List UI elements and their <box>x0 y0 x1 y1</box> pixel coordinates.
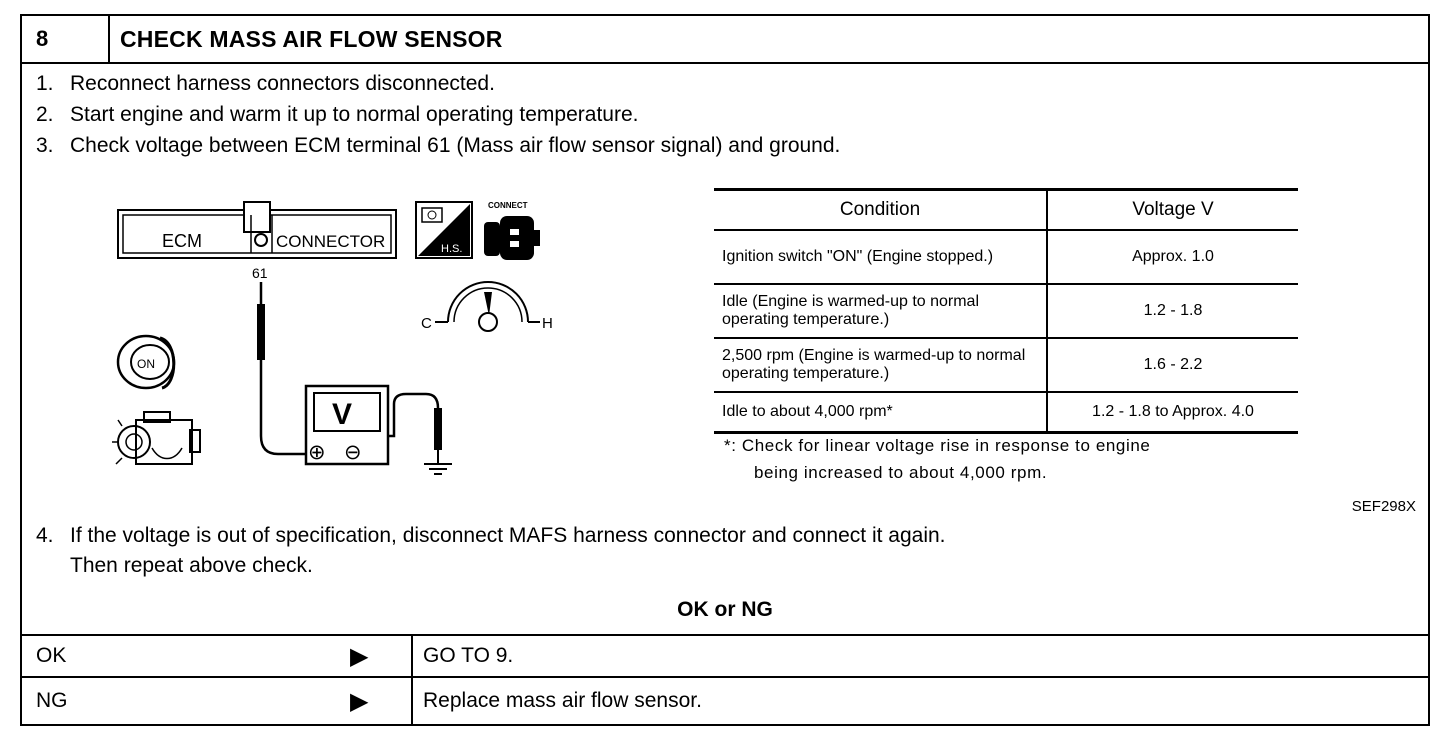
ecm-label: ECM <box>162 231 202 251</box>
result-key: OK <box>36 644 67 667</box>
table-row: Idle to about 4,000 rpm* 1.2 - 1.8 to Ap… <box>714 392 1298 434</box>
result-row-ng: NG ▶ Replace mass air flow sensor. <box>22 676 1428 724</box>
condition-cell: Idle to about 4,000 rpm* <box>714 392 1048 434</box>
voltage-cell: 1.2 - 1.8 <box>1047 284 1298 339</box>
arrow-right-icon: ▶ <box>350 642 369 670</box>
positive-test-lead <box>257 282 320 456</box>
spec-header-row: Condition Voltage V <box>714 188 1298 231</box>
voltage-check-diagram: ECM CONNECTOR 61 H.S. CONNECT <box>112 201 553 475</box>
gauge-cold-label: C <box>421 315 432 332</box>
harness-side-icon: H.S. <box>415 201 473 259</box>
table-row: 2,500 rpm (Engine is warmed-up to normal… <box>714 338 1298 393</box>
result-row-ok: OK ▶ GO TO 9. <box>22 634 1428 676</box>
connector-label: CONNECTOR <box>276 232 385 251</box>
instruction-step-2: 2.Start engine and warm it up to normal … <box>36 103 639 126</box>
temperature-gauge-icon: C H <box>421 281 553 332</box>
figure-reference-code: SEF298X <box>1351 498 1416 515</box>
arrow-right-icon: ▶ <box>350 687 369 715</box>
result-action: GO TO 9. <box>411 636 513 676</box>
footnote-line-1: Check for linear voltage rise in respons… <box>741 436 1151 455</box>
ground-test-lead <box>388 392 452 475</box>
result-key: NG <box>36 689 68 712</box>
ignition-key-on-icon: ON <box>116 334 176 390</box>
table-row: Idle (Engine is warmed-up to normal oper… <box>714 284 1298 339</box>
connect-icon: CONNECT <box>484 201 540 260</box>
step-number: 8 <box>22 16 110 62</box>
positive-terminal: ⊕ <box>308 440 326 464</box>
key-on-label: ON <box>137 357 155 371</box>
instruction-list: 1.Reconnect harness connectors disconnec… <box>36 68 840 161</box>
voltmeter-label: V <box>332 398 352 431</box>
hs-label: H.S. <box>441 243 462 255</box>
result-action: Replace mass air flow sensor. <box>411 678 702 724</box>
footnote: *: Check for linear voltage rise in resp… <box>724 432 1150 486</box>
condition-cell: Ignition switch "ON" (Engine stopped.) <box>714 230 1048 285</box>
result-prompt: OK or NG <box>677 598 773 621</box>
condition-cell: Idle (Engine is warmed-up to normal oper… <box>714 284 1048 339</box>
instruction-step-1: 1.Reconnect harness connectors disconnec… <box>36 72 495 95</box>
procedure-frame: 8 CHECK MASS AIR FLOW SENSOR 1.Reconnect… <box>20 14 1430 726</box>
condition-header: Condition <box>714 188 1048 231</box>
footnote-mark: *: <box>724 436 737 455</box>
voltage-spec-table: Condition Voltage V Ignition switch "ON"… <box>714 188 1298 434</box>
terminal-number: 61 <box>252 265 268 281</box>
instruction-step-3: 3.Check voltage between ECM terminal 61 … <box>36 134 841 157</box>
gauge-hot-label: H <box>542 315 553 332</box>
header-bar: 8 CHECK MASS AIR FLOW SENSOR <box>22 16 1428 64</box>
instruction-step-4: 4.If the voltage is out of specification… <box>36 524 946 577</box>
table-row: Ignition switch "ON" (Engine stopped.) A… <box>714 230 1298 285</box>
negative-terminal: ⊖ <box>344 440 362 464</box>
condition-cell: 2,500 rpm (Engine is warmed-up to normal… <box>714 338 1048 393</box>
engine-running-icon <box>112 411 201 465</box>
voltage-cell: Approx. 1.0 <box>1047 230 1298 285</box>
voltage-cell: 1.2 - 1.8 to Approx. 4.0 <box>1047 392 1298 434</box>
connect-label: CONNECT <box>488 201 528 210</box>
footnote-line-2: being increased to about 4,000 rpm. <box>754 463 1048 482</box>
procedure-title: CHECK MASS AIR FLOW SENSOR <box>120 26 503 52</box>
voltmeter: V ⊕ ⊖ <box>304 384 390 466</box>
voltage-cell: 1.6 - 2.2 <box>1047 338 1298 393</box>
ecm-connector: ECM CONNECTOR 61 <box>117 201 397 281</box>
voltage-header: Voltage V <box>1047 188 1298 231</box>
